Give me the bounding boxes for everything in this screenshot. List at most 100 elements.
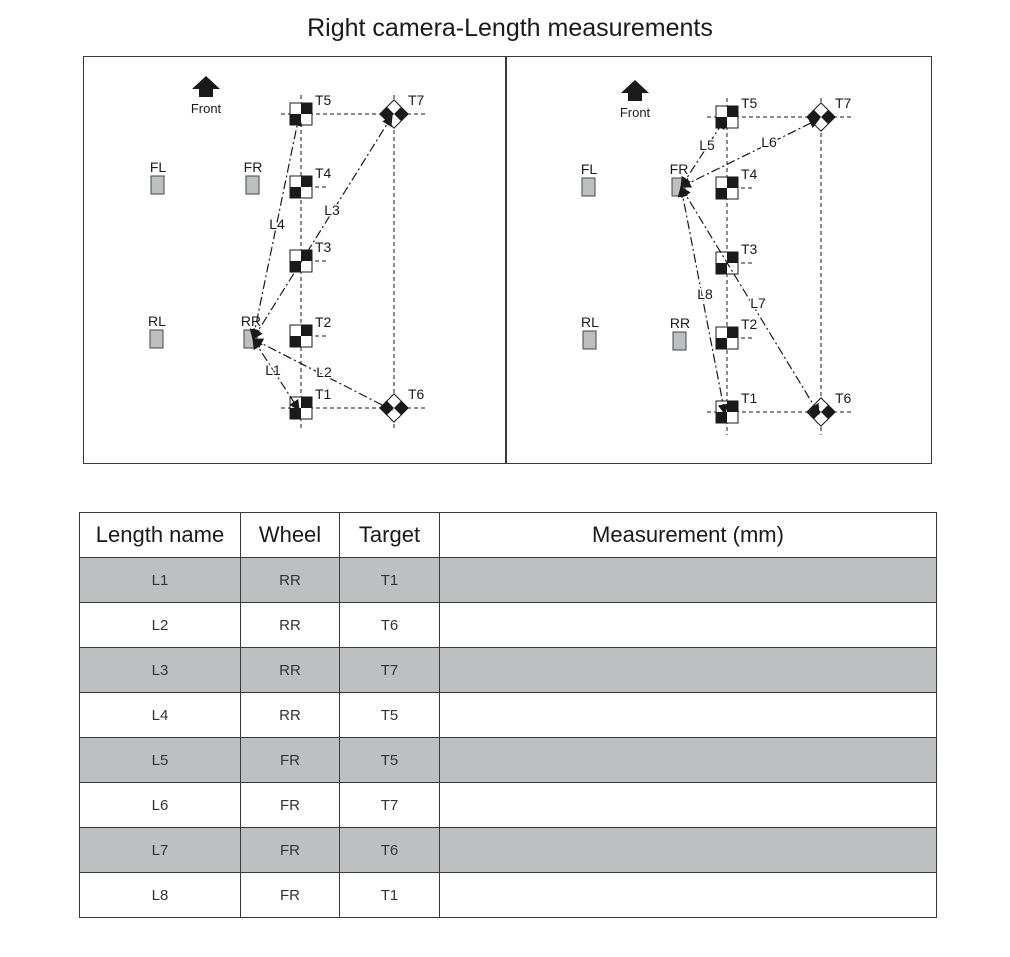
target-t1 — [715, 400, 739, 424]
target-checker — [727, 252, 738, 263]
cell-wheel: RR — [240, 647, 340, 693]
header-wheel: Wheel — [240, 512, 340, 558]
target-t4 — [715, 176, 739, 200]
cell-length-name: L1 — [79, 557, 241, 603]
target-label-t1: T1 — [741, 390, 758, 406]
target-checker — [716, 117, 727, 128]
target-checker — [716, 188, 727, 199]
target-checker — [290, 408, 301, 419]
length-label-l4: L4 — [269, 216, 285, 232]
cell-length-name: L2 — [79, 602, 241, 648]
front-label: Front — [191, 101, 222, 116]
cell-measurement[interactable] — [439, 782, 937, 828]
header-target: Target — [339, 512, 440, 558]
wheel-label-rr: RR — [670, 315, 690, 331]
wheel-fr — [671, 177, 686, 197]
cell-length-name: L5 — [79, 737, 241, 783]
target-label-t7: T7 — [835, 95, 852, 111]
wheel-fl — [150, 175, 165, 195]
wheel-rl — [582, 330, 597, 350]
table-row: L7 FR T6 — [79, 827, 937, 873]
cell-wheel: RR — [240, 692, 340, 738]
length-arrow-l8 — [677, 185, 729, 416]
length-label-l1: L1 — [265, 362, 281, 378]
header-measurement: Measurement (mm) — [439, 512, 937, 558]
table-row: L2 RR T6 — [79, 602, 937, 648]
wheel-rl — [149, 329, 164, 349]
length-label-l6: L6 — [761, 134, 777, 150]
cell-measurement[interactable] — [439, 557, 937, 603]
cell-length-name: L4 — [79, 692, 241, 738]
target-checker — [301, 176, 312, 187]
target-label-t5: T5 — [315, 92, 332, 108]
table-row: L5 FR T5 — [79, 737, 937, 783]
table-row: L8 FR T1 — [79, 872, 937, 918]
target-label-t6: T6 — [408, 386, 425, 402]
target-checker — [301, 397, 312, 408]
target-checker — [290, 336, 301, 347]
target-label-t2: T2 — [741, 316, 758, 332]
table-row: L6 FR T7 — [79, 782, 937, 828]
target-label-t4: T4 — [741, 166, 758, 182]
table-row: L1 RR T1 — [79, 557, 937, 603]
cell-length-name: L8 — [79, 872, 241, 918]
cell-wheel: FR — [240, 782, 340, 828]
target-checker — [727, 401, 738, 412]
target-t4 — [289, 175, 313, 199]
target-t6 — [379, 393, 409, 423]
cell-measurement[interactable] — [439, 872, 937, 918]
cell-target: T1 — [339, 557, 440, 603]
target-t7 — [806, 102, 836, 132]
cell-length-name: L3 — [79, 647, 241, 693]
cell-measurement[interactable] — [439, 827, 937, 873]
wheel-label-fr: FR — [670, 161, 689, 177]
target-checker — [716, 263, 727, 274]
front-arrow-icon — [192, 76, 220, 97]
target-checker — [716, 412, 727, 423]
diagram-divider — [505, 56, 507, 464]
target-label-t7: T7 — [408, 92, 425, 108]
cell-length-name: L7 — [79, 827, 241, 873]
cell-target: T5 — [339, 737, 440, 783]
wheel-label-rl: RL — [148, 313, 166, 329]
cell-target: T7 — [339, 782, 440, 828]
target-t5 — [715, 105, 739, 129]
target-label-t4: T4 — [315, 165, 332, 181]
target-t7 — [379, 99, 409, 129]
wheel-label-fr: FR — [244, 159, 263, 175]
cell-wheel: FR — [240, 872, 340, 918]
table-row: L4 RR T5 — [79, 692, 937, 738]
wheel-fr — [245, 175, 260, 195]
front-arrow-icon — [621, 80, 649, 101]
length-label-l2: L2 — [316, 364, 332, 380]
cell-measurement[interactable] — [439, 602, 937, 648]
cell-wheel: FR — [240, 827, 340, 873]
wheel-rr — [672, 331, 687, 351]
length-arrow-l7 — [680, 186, 820, 415]
cell-measurement[interactable] — [439, 647, 937, 693]
wheel-label-fl: FL — [150, 159, 167, 175]
wheel-label-fl: FL — [581, 161, 598, 177]
wheel-rr — [243, 329, 258, 349]
cell-target: T5 — [339, 692, 440, 738]
target-label-t5: T5 — [741, 95, 758, 111]
diagram-frame — [83, 56, 932, 464]
cell-wheel: RR — [240, 602, 340, 648]
table-row: L3 RR T7 — [79, 647, 937, 693]
target-checker — [727, 327, 738, 338]
target-label-t6: T6 — [835, 390, 852, 406]
cell-target: T6 — [339, 827, 440, 873]
target-label-t3: T3 — [315, 239, 332, 255]
length-label-l8: L8 — [697, 286, 713, 302]
header-length-name: Length name — [79, 512, 241, 558]
target-label-t1: T1 — [315, 386, 332, 402]
cell-target: T1 — [339, 872, 440, 918]
cell-measurement[interactable] — [439, 692, 937, 738]
cell-target: T6 — [339, 602, 440, 648]
length-label-l7: L7 — [750, 295, 766, 311]
cell-measurement[interactable] — [439, 737, 937, 783]
length-arrow-l6 — [680, 118, 820, 188]
measurement-table: Length name Wheel Target Measurement (mm… — [79, 512, 937, 918]
